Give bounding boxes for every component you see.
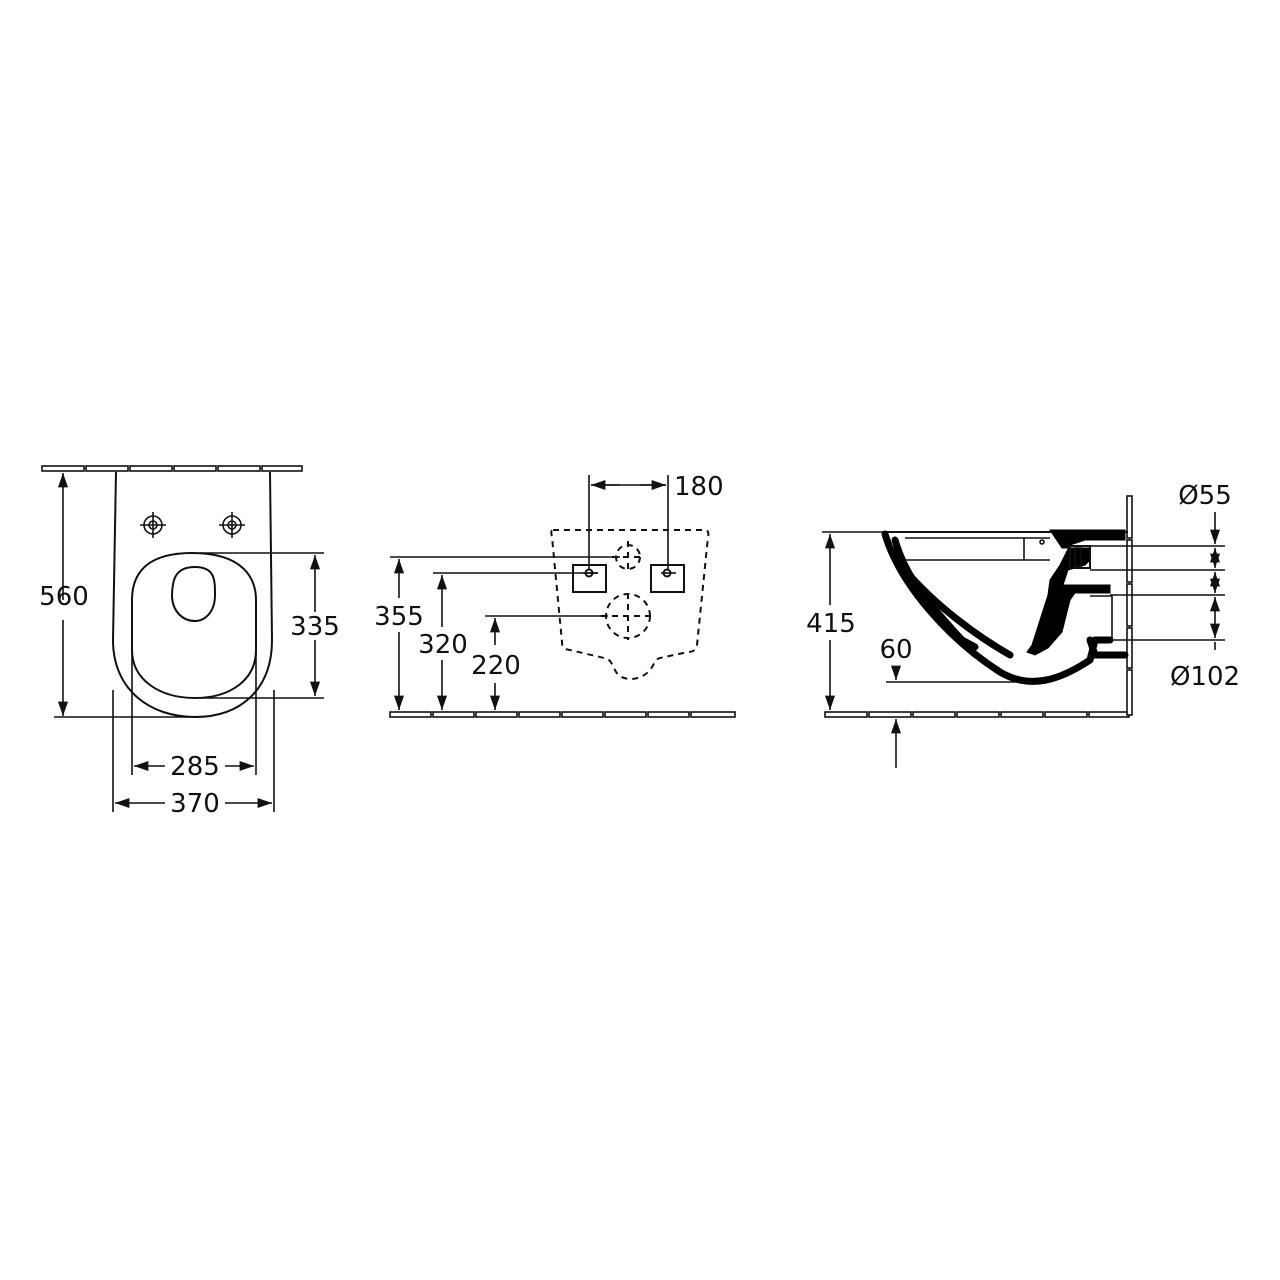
label-inlet-diameter: Ø55 <box>1178 481 1232 511</box>
seat-lid-outline <box>170 565 217 623</box>
dimension-bolt-height: 320 <box>418 572 598 710</box>
bolt-symbol-left <box>140 512 166 538</box>
label-seat-width: 285 <box>170 752 220 782</box>
label-outlet-diameter: Ø102 <box>1170 662 1240 692</box>
label-rim-height: 415 <box>806 609 856 639</box>
bowl-section <box>881 529 1129 685</box>
dimension-bolt-spacing: 180 <box>588 472 724 570</box>
bowl-outline <box>111 471 274 719</box>
dimension-seat-depth: 335 <box>200 552 340 699</box>
label-overall-width: 370 <box>170 789 220 819</box>
wall-bar <box>41 465 303 472</box>
floor-bar-side <box>824 711 1130 718</box>
seat-outline <box>131 551 257 700</box>
dimension-flush-inlet-height: 355 <box>374 556 620 710</box>
floor-bar <box>389 711 736 718</box>
label-flush-inlet-height: 355 <box>374 602 424 632</box>
bolt-plate-right <box>650 564 685 593</box>
dimension-inlet-outlet-diameters: Ø55 Ø102 <box>1090 481 1240 692</box>
trap-solid <box>1026 529 1126 656</box>
label-bottom-offset: 60 <box>879 635 912 665</box>
label-seat-depth: 335 <box>290 612 340 642</box>
top-view: 560 335 285 370 <box>39 465 340 819</box>
wall-bar-side <box>1126 495 1133 716</box>
ceramic-footprint-outline <box>550 529 710 680</box>
bolt-symbol-right <box>219 512 245 538</box>
side-view: 415 60 Ø55 Ø102 <box>806 481 1240 768</box>
outlet-symbol <box>601 593 655 640</box>
label-overall-depth: 560 <box>39 582 89 612</box>
wall-view: 180 355 320 220 <box>374 472 736 718</box>
label-bolt-spacing: 180 <box>674 472 724 502</box>
dimension-outlet-height: 220 <box>471 615 608 710</box>
dimension-seat-width: 285 <box>131 650 257 782</box>
dimension-rim-height: 415 <box>806 531 885 710</box>
dimension-overall-depth: 560 <box>39 473 190 718</box>
dimension-overall-width: 370 <box>112 690 275 819</box>
label-outlet-height: 220 <box>471 651 521 681</box>
dimension-bottom-offset: 60 <box>879 635 1030 768</box>
label-bolt-height: 320 <box>418 630 468 660</box>
